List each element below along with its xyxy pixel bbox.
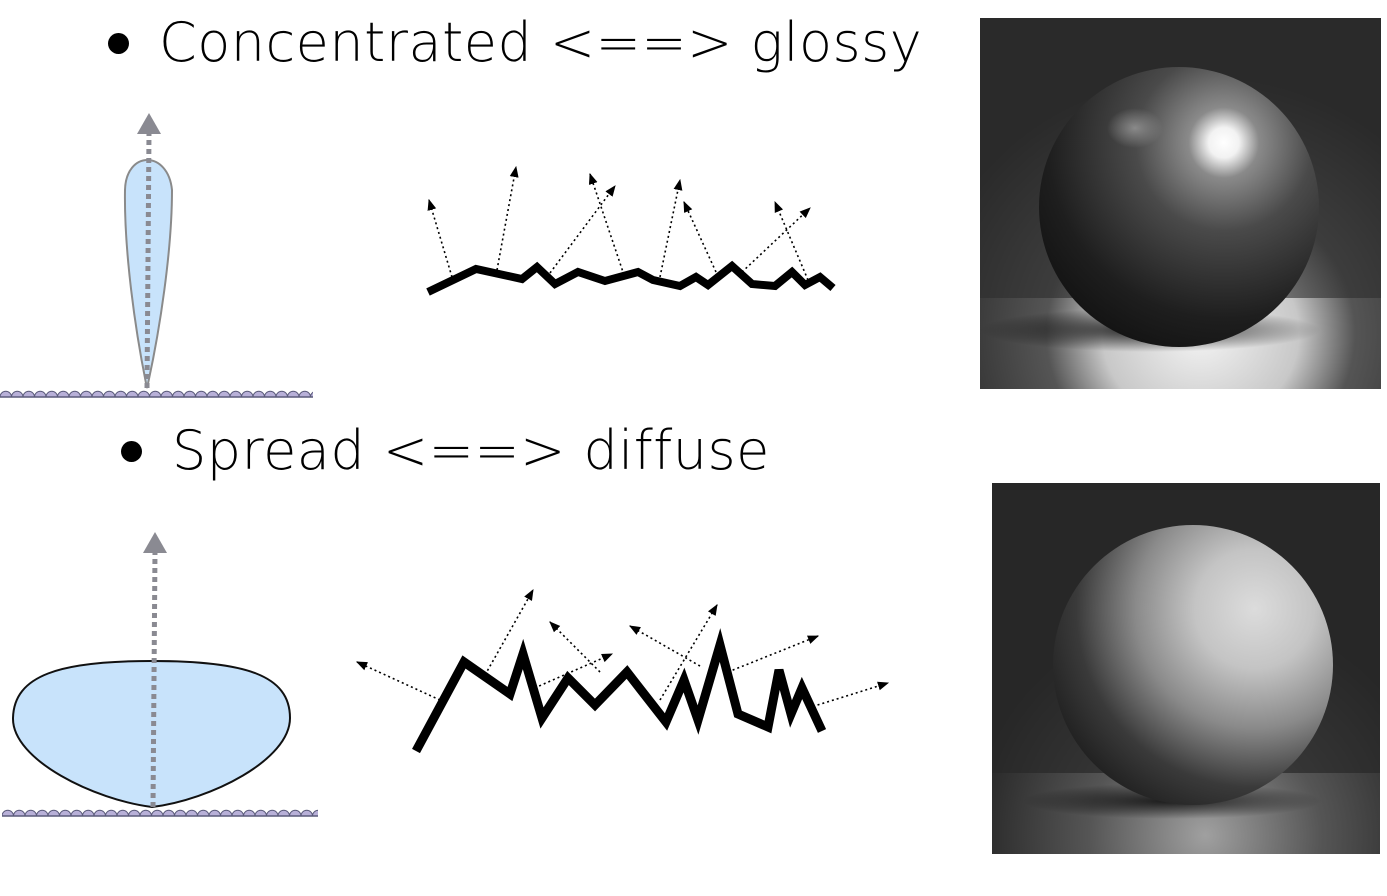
glossy-reflect-arrow (144, 131, 152, 389)
diffuse-label: Spread <==> diffuse (172, 419, 770, 482)
glossy-sphere-render (980, 18, 1381, 389)
glossy-sphere-image (980, 18, 1381, 389)
bullet-glossy: Concentrated <==> glossy (108, 16, 922, 70)
arrow-head-icon (143, 532, 167, 553)
bullet-dot-icon (121, 440, 142, 462)
bullet-dot-icon (108, 32, 129, 54)
bullet-diffuse: Spread <==> diffuse (121, 424, 770, 478)
diffuse-microfacet-diagram (355, 589, 890, 754)
glossy-rough-surface (426, 260, 836, 296)
diffuse-sphere-image (992, 483, 1380, 854)
diffuse-lobe-diagram (2, 532, 318, 817)
glossy-microfacet-diagram (426, 165, 836, 296)
micro-surface (0, 383, 313, 397)
diffuse-sphere-render (992, 483, 1380, 854)
diffuse-rough-surface (412, 628, 827, 754)
glossy-label: Concentrated <==> glossy (159, 11, 923, 74)
micro-surface (2, 802, 318, 816)
diffuse-reflect-arrow (150, 549, 158, 808)
glossy-lobe-diagram (0, 113, 313, 398)
arrow-head-icon (137, 113, 161, 134)
